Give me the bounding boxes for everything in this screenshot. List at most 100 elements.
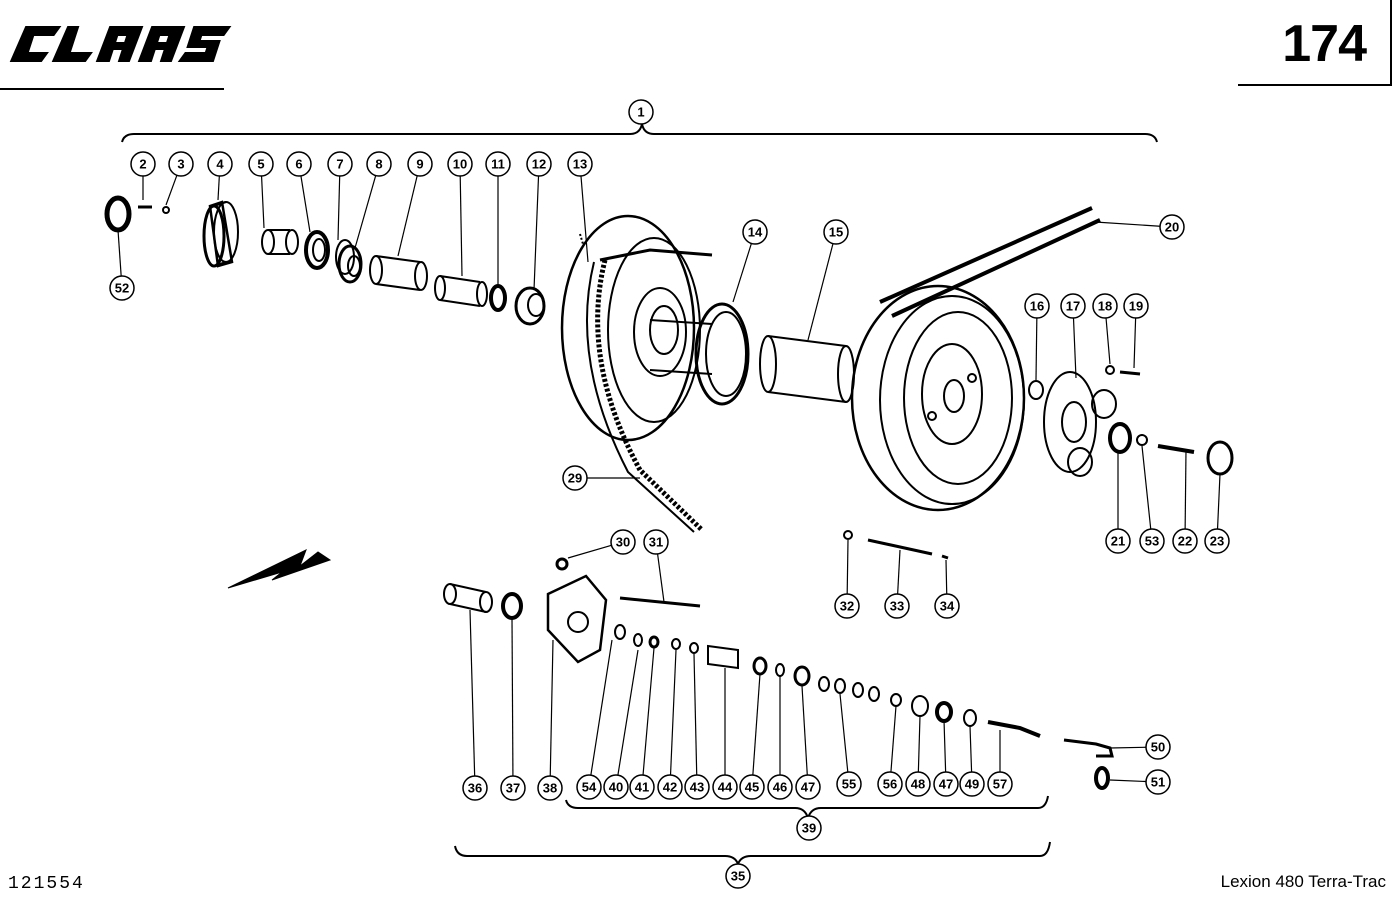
callout-4: 4 (207, 151, 233, 177)
callout-34: 34 (934, 593, 960, 619)
callout-57: 57 (987, 771, 1013, 797)
callout-label: 11 (491, 157, 505, 172)
callout-label: 55 (842, 777, 856, 792)
callout-47: 47 (795, 774, 821, 800)
callout-label: 30 (616, 535, 630, 550)
callout-52: 52 (109, 275, 135, 301)
callout-label: 44 (718, 780, 733, 795)
callout-39: 39 (796, 815, 822, 841)
callout-18: 18 (1092, 293, 1118, 319)
callout-label: 50 (1151, 740, 1165, 755)
callout-29: 29 (562, 465, 588, 491)
callout-44: 44 (712, 774, 738, 800)
callout-label: 18 (1098, 299, 1112, 314)
callout-37: 37 (500, 775, 526, 801)
callout-41: 41 (629, 774, 655, 800)
callout-36: 36 (462, 775, 488, 801)
callout-label: 34 (940, 599, 955, 614)
leader-line (1141, 445, 1152, 530)
leader-line (469, 609, 476, 777)
callout-label: 4 (216, 157, 224, 172)
leader-line (1184, 449, 1187, 530)
callout-35: 35 (725, 863, 751, 889)
callout-label: 17 (1066, 299, 1080, 314)
leader-line (580, 175, 589, 263)
callout-38: 38 (537, 775, 563, 801)
leader-line (1133, 317, 1137, 369)
callout-label: 54 (582, 780, 597, 795)
callout-label: 12 (532, 157, 546, 172)
callout-33: 33 (884, 593, 910, 619)
callout-label: 23 (1210, 534, 1224, 549)
callout-label: 36 (468, 781, 482, 796)
callout-label: 22 (1178, 534, 1192, 549)
callout-label: 6 (295, 157, 302, 172)
callout-label: 57 (993, 777, 1007, 792)
leader-line (397, 175, 418, 257)
leader-line (839, 693, 849, 773)
callout-3: 3 (168, 151, 194, 177)
callout-15: 15 (823, 219, 849, 245)
callout-label: 1 (637, 105, 644, 120)
callout-label: 7 (336, 157, 343, 172)
leader-line (656, 553, 665, 603)
leader-line (217, 175, 220, 201)
callout-label: 16 (1030, 299, 1044, 314)
callout-9: 9 (407, 151, 433, 177)
callout-label: 5 (257, 157, 264, 172)
callout-label: 15 (829, 225, 843, 240)
leader-line (693, 653, 698, 776)
leader-line (1035, 317, 1038, 381)
leader-line (969, 725, 973, 773)
callout-label: 31 (649, 535, 663, 550)
callout-14: 14 (742, 219, 768, 245)
callout-48: 48 (905, 771, 931, 797)
callout-label: 8 (375, 157, 382, 172)
leader-line (354, 175, 377, 249)
leader-line (807, 243, 834, 341)
callout-22: 22 (1172, 528, 1198, 554)
callout-label: 45 (745, 780, 759, 795)
leader-line (117, 229, 122, 277)
leader-line (337, 175, 341, 241)
callout-46: 46 (767, 774, 793, 800)
leader-line (897, 549, 901, 595)
leader-line (459, 175, 463, 277)
callout-label: 51 (1151, 775, 1165, 790)
claas-logo (9, 26, 232, 62)
callout-label: 46 (773, 780, 787, 795)
callout-label: 53 (1145, 534, 1159, 549)
model-name: Lexion 480 Terra-Trac (1220, 872, 1386, 891)
leader-line (1105, 317, 1111, 365)
leader-line (617, 649, 639, 776)
header-rule-right (1238, 84, 1392, 86)
callout-label: 43 (690, 780, 704, 795)
callout-1: 1 (628, 99, 654, 125)
right-border (1390, 0, 1392, 86)
callout-54: 54 (576, 774, 602, 800)
callout-42: 42 (657, 774, 683, 800)
callout-label: 47 (939, 777, 953, 792)
drawing-number: 121554 (8, 874, 85, 894)
callout-19: 19 (1123, 293, 1149, 319)
callout-5: 5 (248, 151, 274, 177)
callout-label: 48 (911, 777, 925, 792)
callout-7: 7 (327, 151, 353, 177)
callout-label: 47 (801, 780, 815, 795)
callout-55: 55 (836, 771, 862, 797)
header-rule-left (0, 88, 224, 90)
callout-6: 6 (286, 151, 312, 177)
callout-40: 40 (603, 774, 629, 800)
callout-label: 56 (883, 777, 897, 792)
leader-line (642, 647, 655, 776)
leader-line (1109, 779, 1147, 783)
callout-label: 2 (139, 157, 146, 172)
leader-line (732, 243, 752, 303)
callout-label: 32 (840, 599, 854, 614)
leader-line (846, 539, 849, 595)
leader-line (567, 544, 612, 559)
callout-45: 45 (739, 774, 765, 800)
callout-17: 17 (1060, 293, 1086, 319)
callout-53: 53 (1139, 528, 1165, 554)
